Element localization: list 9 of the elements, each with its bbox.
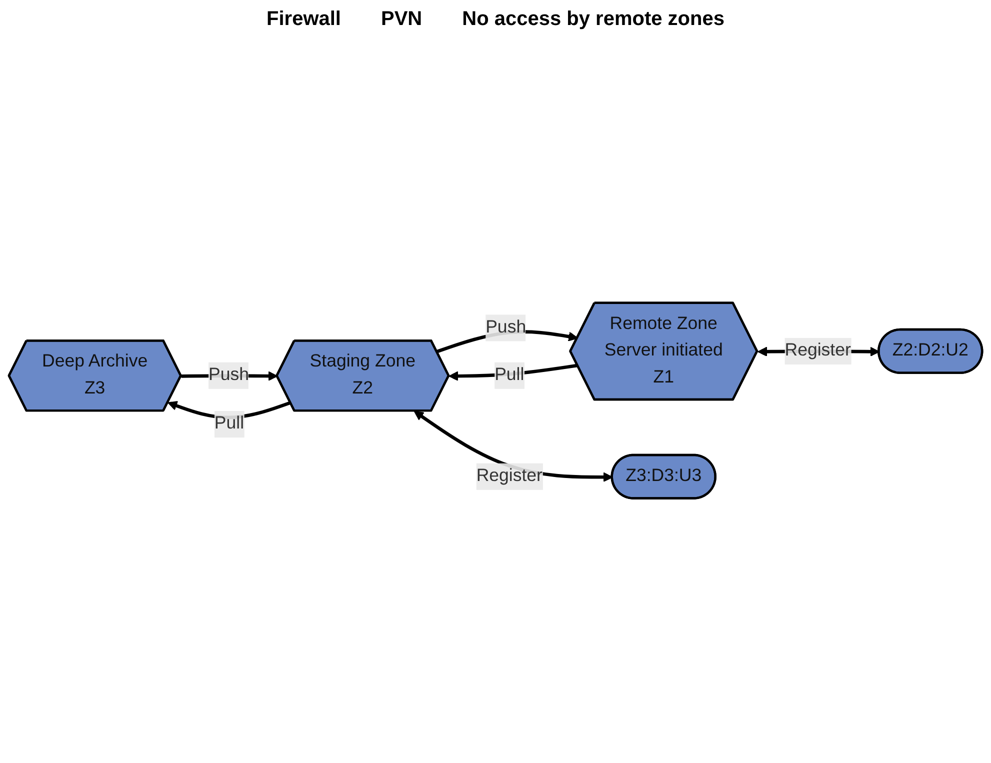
- edge-label: Pull: [214, 414, 244, 434]
- edge-label: Push: [486, 318, 526, 338]
- note-label: PVN: [381, 8, 422, 31]
- edge-label: Register: [476, 467, 542, 486]
- note-label: Firewall: [266, 8, 341, 31]
- edge-label: Register: [784, 342, 851, 360]
- edge-label: Pull: [494, 366, 524, 385]
- edge-label: Push: [208, 366, 249, 385]
- note-label: No access by remote zones: [462, 8, 724, 31]
